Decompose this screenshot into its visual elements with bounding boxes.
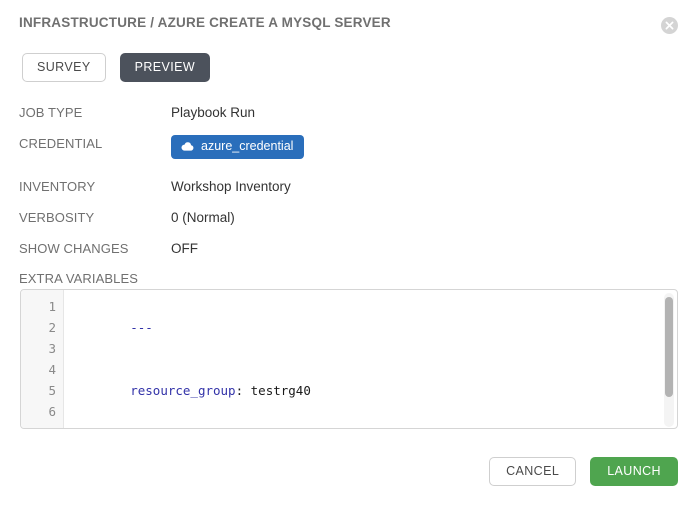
label-credential: CREDENTIAL	[19, 136, 103, 151]
line-number: 2	[48, 320, 56, 335]
page-title: INFRASTRUCTURE / AZURE CREATE A MYSQL SE…	[19, 15, 391, 30]
extra-variables-editor[interactable]: 1 2 3 4 5 6 7 --- resource_group: testrg…	[20, 289, 678, 429]
detail-row-show-changes: SHOW CHANGES OFF	[19, 240, 659, 258]
launch-button[interactable]: LAUNCH	[590, 457, 678, 486]
value-inventory: Workshop Inventory	[171, 178, 291, 194]
line-number: 5	[48, 383, 56, 398]
detail-row-job-type: JOB TYPE Playbook Run	[19, 104, 659, 122]
label-extra-variables: EXTRA VARIABLES	[19, 271, 139, 286]
yaml-key: resource_group	[130, 383, 236, 398]
label-show-changes: SHOW CHANGES	[19, 240, 129, 256]
value-show-changes: OFF	[171, 240, 198, 256]
code-line: ---	[70, 296, 677, 359]
modal-footer: CANCEL LAUNCH	[489, 457, 678, 486]
label-job-type: JOB TYPE	[19, 105, 83, 120]
yaml-value: testrg40	[250, 383, 311, 398]
detail-row-verbosity: VERBOSITY 0 (Normal)	[19, 209, 659, 227]
yaml-sep: :	[235, 383, 251, 398]
code-line: resource_group: testrg40	[70, 359, 677, 422]
credential-badge[interactable]: azure_credential	[171, 135, 305, 159]
credential-badge-label: azure_credential	[201, 139, 294, 153]
value-credential: azure_credential	[171, 135, 305, 159]
line-number: 4	[48, 362, 56, 377]
label-verbosity: VERBOSITY	[19, 209, 95, 225]
line-number: 3	[48, 341, 56, 356]
value-verbosity: 0 (Normal)	[171, 209, 235, 225]
editor-scrollbar-thumb[interactable]	[665, 297, 673, 397]
detail-row-inventory: INVENTORY Workshop Inventory	[19, 178, 659, 196]
editor-code-area[interactable]: --- resource_group: testrg40 location: e…	[64, 290, 677, 428]
line-number: 6	[48, 404, 56, 419]
cloud-icon	[181, 141, 194, 151]
tab-row: SURVEY PREVIEW	[22, 53, 211, 82]
editor-gutter: 1 2 3 4 5 6 7	[21, 290, 64, 428]
tab-preview[interactable]: PREVIEW	[119, 53, 211, 82]
label-inventory: INVENTORY	[19, 178, 96, 194]
line-number: 7	[21, 422, 63, 428]
value-job-type: Playbook Run	[171, 105, 256, 120]
code-line: location: eastus	[70, 422, 677, 428]
close-icon[interactable]	[661, 17, 678, 34]
cancel-button[interactable]: CANCEL	[489, 457, 577, 486]
yaml-key: ---	[130, 320, 153, 335]
detail-row-credential: CREDENTIAL azure_credential	[19, 135, 659, 159]
tab-survey[interactable]: SURVEY	[22, 53, 106, 82]
job-details: JOB TYPE Playbook Run CREDENTIAL azure_c…	[19, 104, 659, 271]
line-number: 1	[48, 299, 56, 314]
modal-header: INFRASTRUCTURE / AZURE CREATE A MYSQL SE…	[0, 0, 698, 44]
editor-scrollbar[interactable]	[664, 293, 674, 427]
